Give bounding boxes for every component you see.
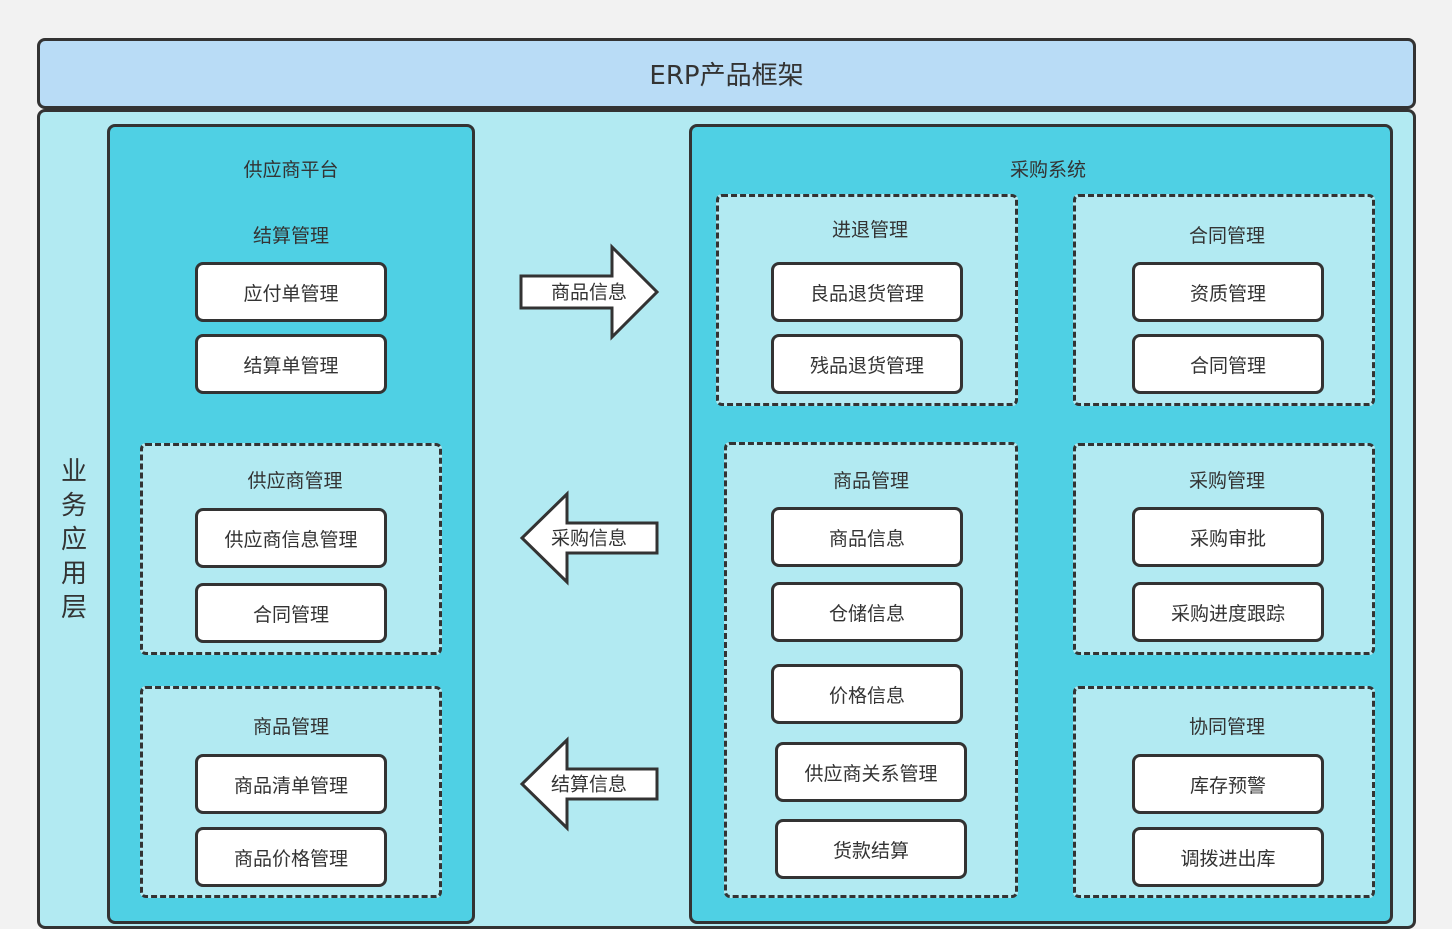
goods-info-arrow (519, 243, 660, 341)
goods-info-arrow-label: 商品信息 (551, 282, 627, 304)
supplier-mgmt-title: 供应商管理 (247, 470, 343, 492)
coop-mgmt-title: 协同管理 (1188, 716, 1265, 738)
return-mgmt-title: 进退管理 (831, 219, 908, 241)
purchase-mgmt-title: 采购管理 (1188, 470, 1265, 492)
purchase-approval-box: 采购审批 (1132, 507, 1324, 567)
payable-mgmt-box: 应付单管理 (195, 262, 387, 322)
goods-list-mgmt-box: 商品清单管理 (195, 754, 387, 814)
settlement-doc-mgmt-box: 结算单管理 (195, 334, 387, 394)
layer-label: 业务应用层 (60, 457, 87, 623)
payment-settlement-box: 货款结算 (775, 819, 967, 879)
settlement-info-arrow (519, 736, 659, 832)
goods-price-mgmt-box: 商品价格管理 (195, 827, 387, 887)
good-return-mgmt-box: 良品退货管理 (771, 262, 963, 322)
diagram-title: ERP产品框架 (37, 38, 1416, 109)
supplier-info-mgmt-box: 供应商信息管理 (195, 508, 387, 568)
purchase-progress-box: 采购进度跟踪 (1132, 582, 1324, 642)
transfer-inout-box: 调拨进出库 (1132, 827, 1324, 887)
stock-warning-box: 库存预警 (1132, 754, 1324, 814)
purchase-goods-mgmt-title: 商品管理 (832, 470, 909, 492)
purchase-system-title: 采购系统 (1009, 159, 1086, 181)
goods-info-box: 商品信息 (771, 507, 963, 567)
purchase-info-arrow (519, 490, 659, 586)
settlement-info-arrow-label: 结算信息 (551, 774, 627, 796)
contract-mgmt-box: 合同管理 (1132, 334, 1324, 394)
supplier-goods-mgmt-title: 商品管理 (252, 716, 329, 738)
settlement-mgmt-title: 结算管理 (252, 225, 329, 247)
contract-mgmt-title: 合同管理 (1188, 225, 1265, 247)
purchase-info-arrow-label: 采购信息 (551, 528, 627, 550)
price-info-box: 价格信息 (771, 664, 963, 724)
supplier-platform-title: 供应商平台 (243, 159, 339, 181)
supplier-contract-mgmt-box: 合同管理 (195, 583, 387, 643)
storage-info-box: 仓储信息 (771, 582, 963, 642)
flow-arrows: 商品信息 采购信息 结算信息 (519, 243, 660, 832)
defective-return-mgmt-box: 残品退货管理 (771, 334, 963, 394)
supplier-relation-mgmt-box: 供应商关系管理 (775, 742, 967, 802)
qualification-mgmt-box: 资质管理 (1132, 262, 1324, 322)
